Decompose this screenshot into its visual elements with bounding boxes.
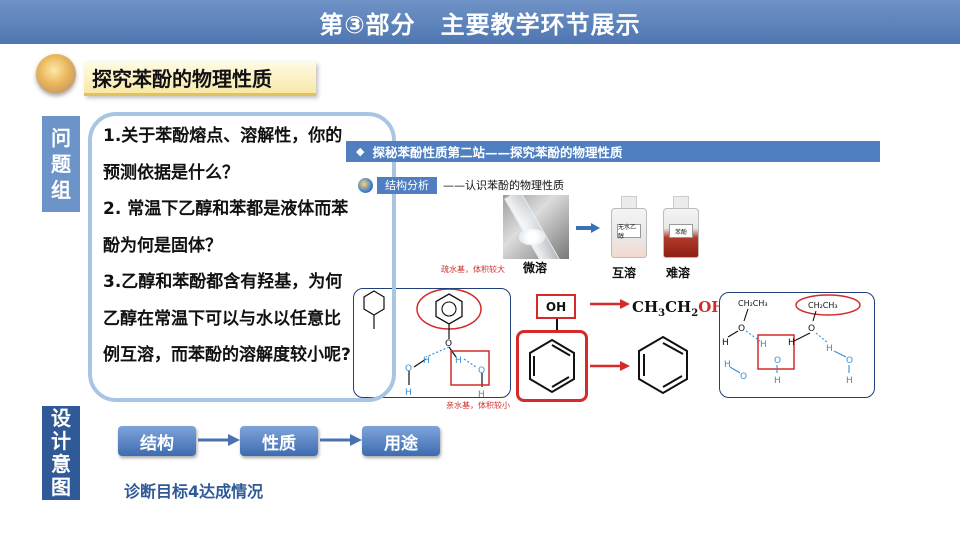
question-line-3: 2. 常温下乙醇和苯都是液体而苯 [103, 199, 349, 219]
atom-o-7: O [846, 356, 853, 366]
atom-o-1: O [445, 339, 452, 349]
formula-sub-2: 2 [691, 308, 699, 319]
benzene-ring-svg [638, 335, 688, 395]
diagnostic-goal-text: 诊断目标4达成情况 [124, 482, 264, 501]
panel-title-bar: ◆ 探秘苯酚性质第二站——探究苯酚的物理性质 [346, 141, 880, 162]
design-intent-char-4: 图 [51, 475, 71, 499]
question-group-label: 问 题 组 [42, 116, 80, 212]
atom-o-5: O [808, 324, 815, 334]
design-intent-label: 设 计 意 图 [42, 406, 80, 500]
atom-o-3: O [478, 366, 485, 376]
analysis-description: ——认识苯酚的物理性质 [443, 179, 564, 192]
design-intent-char-3: 意 [51, 452, 71, 476]
flow-step-property: 性质 [240, 426, 318, 456]
question-box [88, 112, 396, 402]
question-line-1: 1.关于苯酚熔点、溶解性，你的 [103, 126, 343, 146]
hydrophilic-note: 亲水基，体积较小 [446, 401, 510, 410]
caption-insoluble: 难溶 [666, 266, 691, 280]
atom-h-3: H [405, 388, 412, 398]
question-group-char-2: 题 [51, 152, 71, 176]
caption-miscible: 互溶 [612, 266, 637, 280]
analysis-tag: 结构分析 [377, 176, 437, 194]
oh-group-box: OH [536, 294, 576, 319]
diamond-bullet-icon: ◆ [356, 145, 365, 158]
question-line-6: 乙醇在常温下可以与水以任意比 [103, 308, 341, 329]
panel-title-text: 探秘苯酚性质第二站——探究苯酚的物理性质 [372, 145, 623, 160]
ethanol-bottle: 无水乙醇 [608, 196, 650, 258]
phenol-crystals-photo [503, 195, 569, 259]
benzene-ring-box [516, 330, 588, 402]
atom-h-7: H [788, 338, 795, 348]
analysis-row: 结构分析 ——认识苯酚的物理性质 [358, 176, 564, 194]
atom-h-8: H [774, 376, 781, 386]
atom-h-11: H [724, 360, 731, 370]
atom-o-4: O [738, 324, 745, 334]
oh-bond-line [556, 319, 558, 331]
ethyl-label-1: CH₂CH₃ [738, 299, 768, 308]
question-list: 1.关于苯酚熔点、溶解性，你的 预测依据是什么？ 2. 常温下乙醇和苯都是液体而… [103, 118, 403, 374]
atom-h-6: H [760, 340, 767, 350]
phenol-hbond-svg: O H H O H O H [363, 288, 490, 400]
flow-arrow-icon-2 [320, 434, 362, 446]
formula-ch-2: CH [665, 298, 692, 316]
ethyl-label-2: CH₂CH₃ [808, 301, 838, 310]
caption-slightly-soluble: 微溶 [523, 261, 548, 275]
page-title: 第③部分 主要教学环节展示 [319, 10, 641, 39]
atom-h-4: H [478, 390, 485, 399]
flow-step-structure: 结构 [118, 426, 196, 456]
red-arrow-icon-2 [590, 361, 630, 371]
atom-h-10: H [846, 376, 853, 386]
right-arrow-icon [576, 223, 600, 233]
phenol-ring-svg [529, 338, 575, 394]
ethanol-hbond-diagram: CH₂CH₃ CH₂CH₃ O O H H O H H H O H H O [719, 292, 875, 398]
ethanol-bottle-label: 无水乙醇 [617, 224, 641, 240]
test-tube [504, 195, 560, 259]
phenol-bottle-label: 苯酚 [669, 224, 693, 238]
page-header: 第③部分 主要教学环节展示 [0, 0, 960, 44]
question-line-5: 3.乙醇和苯酚都含有羟基，为何 [103, 272, 343, 292]
atom-h-5: H [722, 338, 729, 348]
atom-o-6: O [774, 356, 781, 366]
formula-ch-1: CH [632, 298, 659, 316]
design-intent-char-1: 设 [51, 406, 71, 430]
atom-h-1: H [455, 356, 462, 366]
design-intent-char-2: 计 [51, 429, 71, 453]
question-line-4: 酚为何是固体？ [103, 235, 222, 256]
ethanol-formula: CH3CH2OH [632, 298, 725, 319]
atom-h-9: H [826, 344, 833, 354]
formula-oh: OH [698, 298, 726, 316]
phenol-crystals [519, 229, 545, 245]
atom-h-2: H [423, 356, 430, 366]
phenol-bottle: 苯酚 [660, 196, 702, 258]
section-title: 探究苯酚的物理性质 [84, 62, 316, 96]
atom-o-8: O [740, 372, 747, 382]
red-arrow-icon [590, 299, 630, 309]
formula-sub-3: 3 [658, 308, 666, 319]
question-group-char-1: 问 [51, 126, 71, 150]
question-line-2: 预测依据是什么？ [103, 162, 239, 183]
question-line-7: 例互溶，而苯酚的溶解度较小呢? [103, 345, 351, 365]
flow-arrow-icon-1 [198, 434, 240, 446]
question-group-char-3: 组 [51, 178, 71, 202]
section-title-text: 探究苯酚的物理性质 [92, 67, 272, 91]
atom-o-2: O [405, 364, 412, 374]
section-badge-icon [36, 54, 76, 94]
hydrophobic-note: 疏水基，体积较大 [441, 265, 505, 274]
globe-icon [358, 177, 373, 193]
flow-step-usage: 用途 [362, 426, 440, 456]
ethanol-hbond-svg: CH₂CH₃ CH₂CH₃ O O H H O H H H O H H O [722, 294, 861, 386]
